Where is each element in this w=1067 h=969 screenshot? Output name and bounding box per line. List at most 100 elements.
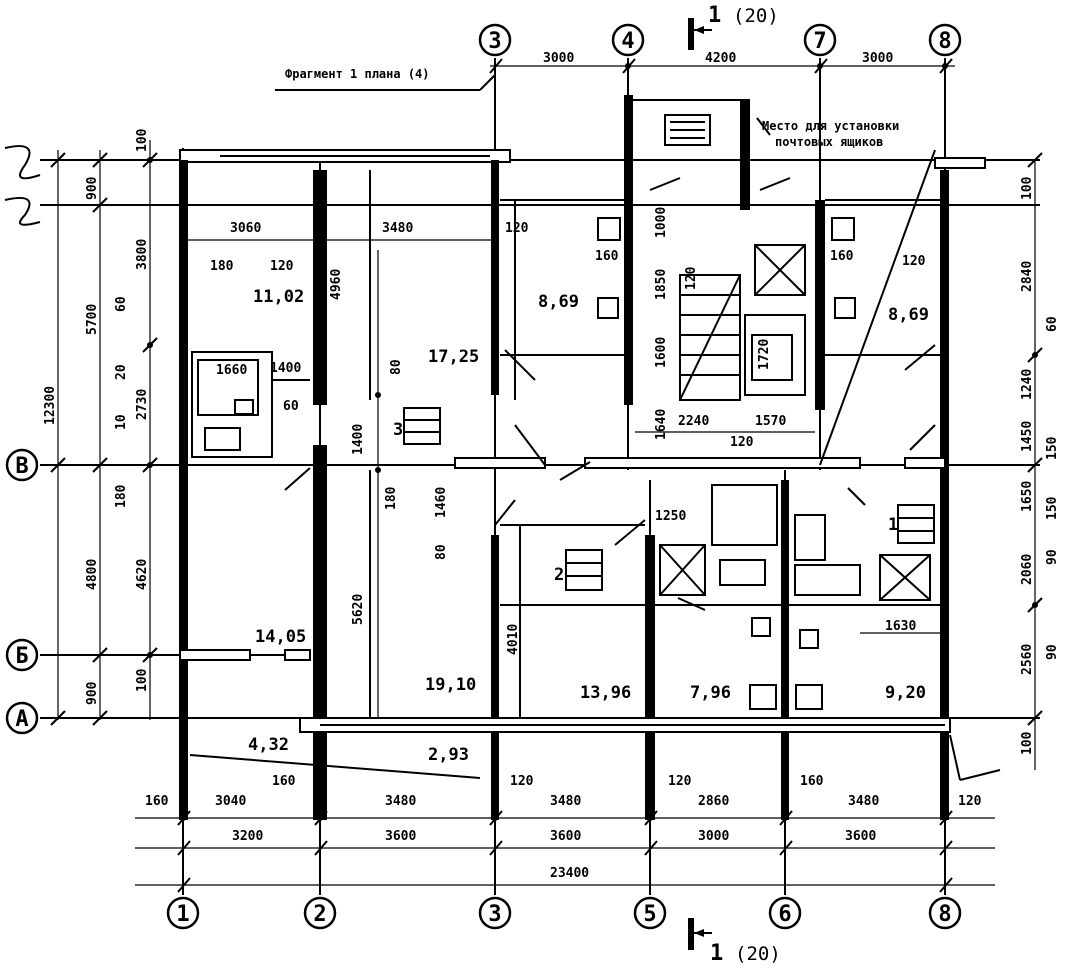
svg-text:(20): (20) bbox=[733, 5, 779, 27]
svg-text:3000: 3000 bbox=[698, 829, 729, 844]
svg-text:1460: 1460 bbox=[434, 487, 449, 518]
svg-text:5: 5 bbox=[643, 902, 656, 927]
svg-text:60: 60 bbox=[1045, 316, 1060, 332]
svg-text:2060: 2060 bbox=[1020, 554, 1035, 585]
wall-axis-1 bbox=[179, 160, 188, 820]
svg-text:3: 3 bbox=[488, 29, 501, 54]
svg-text:В: В bbox=[15, 454, 28, 479]
svg-text:А: А bbox=[15, 707, 28, 732]
axis-bubble-8-bottom: 8 bbox=[928, 896, 962, 930]
axis-bubble-7: 7 bbox=[803, 23, 837, 57]
svg-text:120: 120 bbox=[270, 259, 294, 274]
room-area-2-93: 2,93 bbox=[428, 745, 469, 765]
svg-text:180: 180 bbox=[210, 259, 234, 274]
svg-text:2: 2 bbox=[554, 565, 564, 585]
svg-text:120: 120 bbox=[902, 254, 926, 269]
svg-text:1250: 1250 bbox=[655, 509, 686, 524]
svg-text:8: 8 bbox=[938, 902, 951, 927]
svg-text:1640: 1640 bbox=[654, 409, 669, 440]
svg-text:3480: 3480 bbox=[848, 794, 879, 809]
svg-text:120: 120 bbox=[958, 794, 982, 809]
svg-text:1: 1 bbox=[176, 902, 189, 927]
room-area-11-02: 11,02 bbox=[253, 287, 304, 307]
svg-text:3480: 3480 bbox=[385, 794, 416, 809]
svg-text:(20): (20) bbox=[735, 943, 781, 965]
apartment-labels: 3 2 1 bbox=[393, 407, 935, 591]
svg-text:1000: 1000 bbox=[654, 207, 669, 238]
wall-axis-3-lower bbox=[491, 535, 499, 820]
svg-text:2840: 2840 bbox=[1020, 261, 1035, 292]
wall-axis-3-upper bbox=[491, 160, 499, 395]
svg-text:5700: 5700 bbox=[85, 304, 100, 335]
svg-text:7: 7 bbox=[813, 29, 826, 54]
axis-bubble-2: 2 bbox=[303, 896, 337, 930]
room-area-9-20: 9,20 bbox=[885, 683, 926, 703]
svg-text:1720: 1720 bbox=[757, 339, 772, 370]
svg-text:180: 180 bbox=[384, 486, 399, 510]
dimension-texts-right: 100 2840 60 1240 1450 150 1650 150 2060 … bbox=[1020, 176, 1060, 755]
svg-text:160: 160 bbox=[800, 774, 824, 789]
axis-bubble-6: 6 bbox=[768, 896, 802, 930]
axis-grid-lines bbox=[40, 58, 1040, 895]
svg-text:120: 120 bbox=[730, 435, 754, 450]
wall-axis-7 bbox=[815, 200, 825, 410]
wall-shaft bbox=[740, 100, 750, 210]
axis-bubble-5: 5 bbox=[633, 896, 667, 930]
svg-text:3480: 3480 bbox=[550, 794, 581, 809]
dimension-ticks bbox=[50, 58, 1043, 893]
svg-text:1: 1 bbox=[710, 941, 723, 966]
svg-text:100: 100 bbox=[1020, 176, 1035, 200]
svg-text:10: 10 bbox=[114, 414, 129, 430]
corridor-wall-right bbox=[904, 457, 946, 469]
wall-axis-4 bbox=[624, 95, 633, 405]
section-mark-top: 1 (20) bbox=[688, 3, 779, 50]
walls bbox=[179, 95, 986, 820]
room-area-7-96: 7,96 bbox=[690, 683, 731, 703]
svg-text:120: 120 bbox=[510, 774, 534, 789]
mailbox-note-2: почтовых ящиков bbox=[775, 135, 883, 149]
svg-text:2730: 2730 bbox=[135, 389, 150, 420]
svg-text:120: 120 bbox=[668, 774, 692, 789]
dimension-texts-left: 12300 5700 4800 900 900 3800 2730 4620 1… bbox=[43, 128, 150, 705]
svg-text:20: 20 bbox=[114, 364, 129, 380]
svg-text:2560: 2560 bbox=[1020, 644, 1035, 675]
room-area-4-32: 4,32 bbox=[248, 735, 289, 755]
svg-text:4960: 4960 bbox=[329, 269, 344, 300]
svg-text:1240: 1240 bbox=[1020, 369, 1035, 400]
svg-text:60: 60 bbox=[114, 296, 129, 312]
svg-text:160: 160 bbox=[145, 794, 169, 809]
room-area-14-05: 14,05 bbox=[255, 627, 306, 647]
svg-text:1630: 1630 bbox=[885, 619, 916, 634]
svg-text:80: 80 bbox=[389, 359, 404, 375]
svg-text:160: 160 bbox=[595, 249, 619, 264]
svg-text:1570: 1570 bbox=[755, 414, 786, 429]
svg-text:12300: 12300 bbox=[43, 386, 58, 425]
apartment-1-label: 1 bbox=[888, 504, 935, 544]
axis-bubbles-bottom: 1 2 3 5 6 8 bbox=[166, 896, 962, 930]
svg-text:900: 900 bbox=[85, 176, 100, 200]
wall-axis-2-lower bbox=[313, 445, 327, 820]
svg-text:Б: Б bbox=[15, 644, 28, 669]
svg-text:1450: 1450 bbox=[1020, 421, 1035, 452]
corridor-wall bbox=[584, 457, 861, 469]
svg-text:120: 120 bbox=[505, 221, 529, 236]
svg-text:5620: 5620 bbox=[351, 594, 366, 625]
svg-text:3800: 3800 bbox=[135, 239, 150, 270]
room-area-19-10: 19,10 bbox=[425, 675, 476, 695]
balcony-left bbox=[179, 649, 251, 661]
svg-text:3600: 3600 bbox=[385, 829, 416, 844]
svg-text:4: 4 bbox=[621, 29, 634, 54]
svg-text:3: 3 bbox=[488, 902, 501, 927]
svg-text:80: 80 bbox=[434, 544, 449, 560]
svg-text:8: 8 bbox=[938, 29, 951, 54]
svg-text:4200: 4200 bbox=[705, 51, 736, 66]
svg-text:2: 2 bbox=[313, 902, 326, 927]
axis-bubbles-top: 3 4 7 8 bbox=[478, 23, 962, 57]
room-areas: 11,02 17,25 8,69 8,69 14,05 19,10 13,96 … bbox=[248, 287, 929, 765]
interior-details bbox=[189, 74, 1001, 781]
svg-text:2860: 2860 bbox=[698, 794, 729, 809]
svg-text:3: 3 bbox=[393, 420, 403, 440]
svg-text:1: 1 bbox=[888, 515, 898, 535]
svg-text:150: 150 bbox=[1045, 436, 1060, 460]
